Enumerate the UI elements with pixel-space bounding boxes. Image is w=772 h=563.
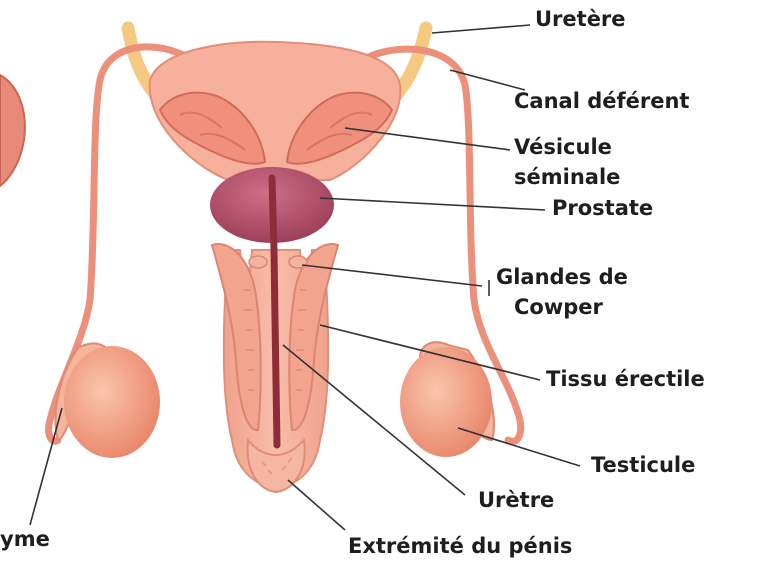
right-cowper-gland	[289, 256, 307, 268]
label-canal-deferent: Canal déférent	[514, 90, 689, 113]
label-vesicule-seminale: Vésicule séminale	[514, 132, 620, 193]
label-glandes-cowper: Glandes de Cowper	[496, 262, 628, 323]
left-cowper-gland	[249, 256, 267, 268]
label-testicule: Testicule	[591, 454, 695, 477]
label-uretre: Urètre	[478, 489, 554, 512]
label-vesicule-line1: Vésicule	[514, 132, 620, 162]
leader-extremite	[288, 480, 345, 530]
label-cowper-line2: Cowper	[496, 292, 628, 322]
label-uretere: Uretère	[535, 8, 626, 31]
left-testicle	[64, 346, 160, 458]
leader-prostate	[320, 198, 545, 210]
label-epididyme-partial: yme	[0, 528, 50, 551]
label-extremite-penis: Extrémité du pénis	[348, 535, 572, 558]
label-cowper-line1: Glandes de	[496, 262, 628, 292]
right-testicle	[400, 347, 492, 457]
label-prostate: Prostate	[552, 197, 653, 220]
partial-organ-left	[0, 75, 25, 186]
label-tissu-erectile: Tissu érectile	[546, 368, 705, 391]
leader-uretere	[432, 25, 530, 33]
label-vesicule-line2: séminale	[514, 162, 620, 192]
